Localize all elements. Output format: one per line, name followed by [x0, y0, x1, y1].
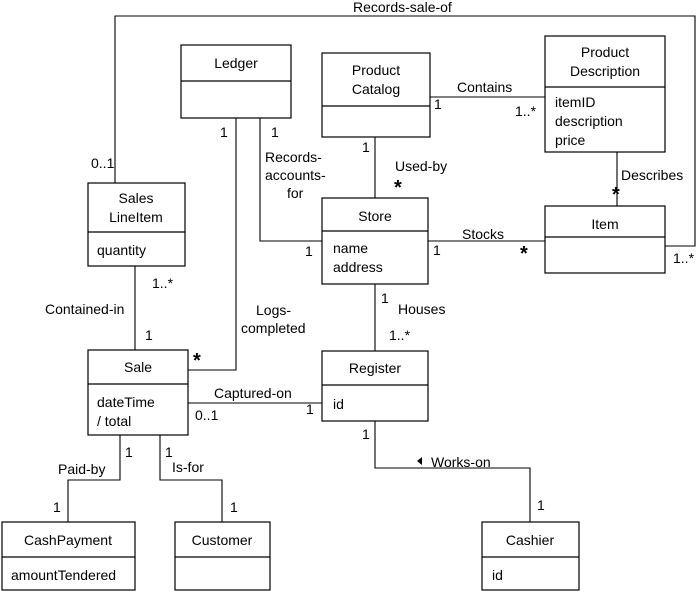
logs-completed-line: [188, 118, 237, 371]
records-accounts-for-label-line1: Records-: [265, 149, 322, 165]
works-on-line: [374, 421, 531, 522]
mult-contained-in-sale: 1: [145, 327, 153, 343]
mult-is-for-sale: 1: [165, 444, 173, 460]
register-attr-id: id: [333, 396, 344, 412]
cash-payment-name: CashPayment: [24, 532, 112, 548]
class-ledger[interactable]: Ledger: [180, 44, 292, 119]
mult-logs-completed-ledger: 1: [220, 124, 228, 140]
sales-line-item-attr-quantity: quantity: [97, 242, 146, 258]
sales-line-item-name-line1: Sales: [118, 190, 153, 206]
records-sale-of-label: Records-sale-of: [353, 0, 452, 15]
store-attr-name: name: [333, 240, 368, 256]
class-customer[interactable]: Customer: [174, 521, 271, 591]
cashier-name: Cashier: [506, 532, 555, 548]
describes-label: Describes: [621, 167, 683, 183]
class-cashier[interactable]: Cashier id: [481, 521, 580, 591]
mult-works-on-cashier: 1: [537, 497, 545, 513]
class-sales-line-item[interactable]: Sales LineItem quantity: [87, 182, 186, 267]
class-product-catalog[interactable]: Product Catalog: [321, 52, 431, 138]
association-lines: [67, 15, 696, 522]
sale-attr-total: / total: [97, 413, 131, 429]
multiplicities: 0..1 1..* 1 1..* 1 1 1 * * 1 * 1..* 1 1 …: [53, 96, 695, 515]
sales-line-item-name-line2: LineItem: [109, 209, 163, 225]
class-store[interactable]: Store name address: [321, 197, 429, 285]
records-accounts-for-line: [259, 118, 322, 242]
class-product-description[interactable]: Product Description itemID description p…: [544, 35, 666, 153]
mult-captured-on-sale: 0..1: [195, 407, 219, 423]
mult-records-accounts-for-store: 1: [305, 243, 313, 259]
records-sale-of-line: [114, 15, 696, 247]
is-for-line: [159, 435, 223, 522]
class-register[interactable]: Register id: [321, 350, 429, 422]
product-catalog-name-line2: Catalog: [352, 81, 400, 97]
mult-works-on-register: 1: [362, 426, 370, 442]
mult-records-sale-of-lineitem: 0..1: [91, 155, 115, 171]
item-name: Item: [591, 216, 618, 232]
mult-used-by-store: *: [394, 177, 402, 199]
houses-label: Houses: [398, 301, 445, 317]
mult-contains-catalog: 1: [434, 96, 442, 112]
logs-completed-label-line2: completed: [241, 320, 306, 336]
mult-describes-item: *: [612, 184, 620, 206]
works-on-label: Works-on: [431, 454, 491, 470]
mult-captured-on-register: 1: [306, 401, 314, 417]
mult-stocks-store: 1: [433, 242, 441, 258]
mult-paid-by-sale: 1: [125, 444, 133, 460]
product-description-name-line1: Product: [581, 44, 629, 60]
mult-stocks-item: *: [520, 243, 528, 265]
records-accounts-for-label-line3: for: [287, 185, 304, 201]
captured-on-label: Captured-on: [214, 385, 292, 401]
contains-label: Contains: [457, 79, 512, 95]
mult-paid-by-payment: 1: [53, 499, 61, 515]
register-name: Register: [349, 360, 401, 376]
mult-houses-store: 1: [381, 290, 389, 306]
mult-contains-description: 1..*: [515, 103, 537, 119]
customer-name: Customer: [192, 532, 253, 548]
paid-by-line: [67, 435, 121, 522]
stocks-label: Stocks: [462, 226, 504, 242]
mult-used-by-catalog: 1: [362, 139, 370, 155]
records-accounts-for-label-line2: accounts-: [265, 167, 326, 183]
works-on-direction-arrow-icon: [417, 457, 422, 465]
contained-in-label: Contained-in: [45, 301, 124, 317]
class-cash-payment[interactable]: CashPayment amountTendered: [1, 521, 136, 591]
mult-is-for-customer: 1: [230, 499, 238, 515]
store-name: Store: [358, 208, 392, 224]
is-for-label: Is-for: [172, 459, 204, 475]
product-description-attr-description: description: [555, 113, 623, 129]
product-description-name-line2: Description: [570, 63, 640, 79]
used-by-label: Used-by: [395, 158, 447, 174]
mult-records-accounts-for-ledger: 1: [271, 124, 279, 140]
mult-houses-register: 1..*: [389, 327, 411, 343]
cashier-attr-id: id: [492, 567, 503, 583]
product-catalog-name-line1: Product: [352, 62, 400, 78]
class-sale[interactable]: Sale dateTime / total: [87, 349, 189, 436]
product-description-attr-price: price: [555, 132, 586, 148]
association-labels: Records-sale-of Contains Records- accoun…: [45, 0, 683, 477]
store-attr-address: address: [333, 259, 383, 275]
sale-name: Sale: [124, 359, 152, 375]
cash-payment-attr-amount-tendered: amountTendered: [11, 567, 116, 583]
mult-contained-in-lineitem: 1..*: [152, 275, 174, 291]
mult-logs-completed-sale: *: [193, 350, 201, 372]
mult-records-sale-of-item: 1..*: [673, 250, 695, 266]
paid-by-label: Paid-by: [58, 461, 105, 477]
logs-completed-label-line1: Logs-: [256, 302, 291, 318]
ledger-name: Ledger: [214, 55, 258, 71]
product-description-attr-itemid: itemID: [555, 94, 595, 110]
sale-attr-datetime: dateTime: [97, 394, 155, 410]
class-item[interactable]: Item: [544, 205, 666, 274]
